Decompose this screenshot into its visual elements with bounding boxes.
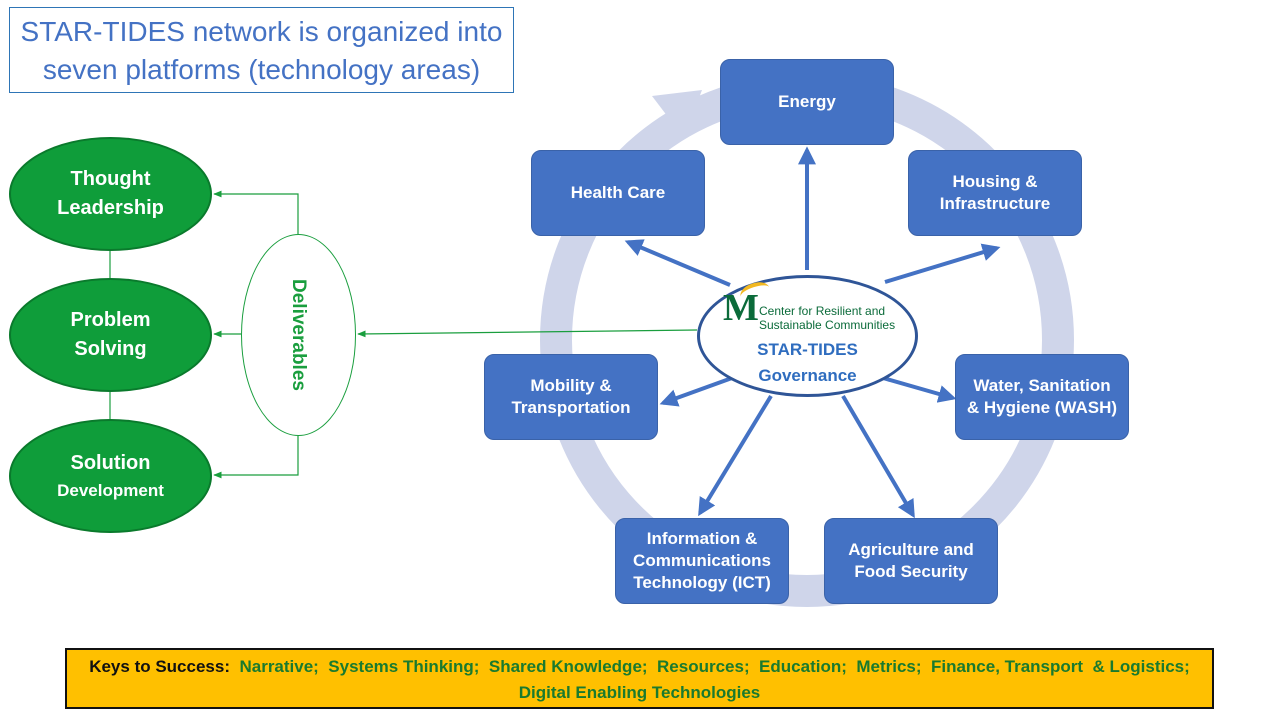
platform-wash-label-1: Water, Sanitation — [973, 376, 1111, 395]
thought-label-2: Leadership — [57, 197, 164, 219]
solution-development-node: Solution Development — [9, 419, 212, 533]
title-line-1: STAR-TIDES network is organized into — [20, 16, 503, 47]
thought-leadership-node: Thought Leadership — [9, 137, 212, 251]
platform-mobility-label-1: Mobility & — [530, 376, 612, 395]
governance-line-1: STAR-TIDES — [757, 340, 858, 359]
platform-ict: Information & Communications Technology … — [615, 518, 789, 604]
logo-m-icon: M — [723, 287, 759, 329]
platform-wash-label-2: & Hygiene (WASH) — [966, 398, 1118, 417]
platform-ict-label-1: Information & — [646, 529, 758, 548]
title-line-2: seven platforms (technology areas) — [42, 54, 481, 85]
arrow-to-wash — [882, 376, 957, 403]
platform-energy-label: Energy — [778, 92, 836, 111]
keys-label: Keys to Success — [89, 657, 225, 676]
platform-mobility-label-2: Transportation — [511, 398, 631, 417]
gov-to-deliverables-line — [357, 329, 698, 338]
platform-mobility: Mobility & Transportation — [484, 354, 658, 440]
platform-agri-label-2: Food Security — [854, 562, 968, 581]
arrow-to-ict — [698, 394, 773, 517]
ring-arrowhead — [652, 90, 702, 138]
governance-ellipse — [697, 275, 918, 397]
platform-housing-label-1: Housing & — [952, 172, 1038, 191]
platform-health-care: Health Care — [531, 150, 705, 236]
deliverables-label: Deliverables — [288, 279, 309, 391]
logo-line-1: Center for Resilient and — [759, 304, 886, 318]
diagram-title: STAR-TIDES network is organized into sev… — [9, 7, 514, 93]
platform-energy: Energy — [720, 59, 894, 145]
platform-housing-label-2: Infrastructure — [939, 194, 1051, 213]
problem-label-2: Solving — [74, 338, 147, 360]
platform-health-label: Health Care — [570, 183, 666, 202]
governance-line-2: Governance — [758, 366, 857, 385]
thought-label-1: Thought — [70, 168, 151, 190]
platform-ict-label-3: Technology (ICT) — [633, 573, 771, 592]
arrow-to-agri — [841, 394, 915, 519]
keys-separator: : — [224, 657, 231, 676]
governance-label: STAR-TIDES Governance — [697, 337, 918, 389]
platform-agri-label-1: Agriculture and — [848, 540, 974, 559]
deliv-to-solution-line — [213, 436, 299, 479]
keys-items-line-2: Digital Enabling Technologies — [518, 683, 761, 702]
solution-label-1: Solution — [70, 451, 151, 474]
logo-line-2: Sustainable Communities — [759, 318, 896, 332]
platform-housing: Housing & Infrastructure — [908, 150, 1082, 236]
keys-to-success-banner: Keys to Success: Narrative; Systems Thin… — [65, 648, 1214, 709]
keys-items-line-1: Narrative; Systems Thinking; Shared Know… — [239, 657, 1190, 676]
deliv-to-thought-line — [213, 190, 299, 234]
deliverables-ellipse — [241, 234, 356, 436]
problem-label-1: Problem — [70, 309, 151, 331]
platform-wash: Water, Sanitation & Hygiene (WASH) — [955, 354, 1129, 440]
arrow-to-housing — [884, 243, 1001, 284]
platform-ict-label-2: Communications — [633, 551, 771, 570]
logo-org-name: Center for Resilient and Sustainable Com… — [759, 304, 895, 332]
solution-label-2: Development — [57, 480, 164, 500]
arrow-to-health — [624, 239, 731, 287]
problem-solving-node: Problem Solving — [9, 278, 212, 392]
arrow-to-mobility — [659, 376, 733, 407]
platform-agriculture: Agriculture and Food Security — [824, 518, 998, 604]
keys-row-1: Keys to Success: Narrative; Systems Thin… — [67, 654, 1212, 680]
